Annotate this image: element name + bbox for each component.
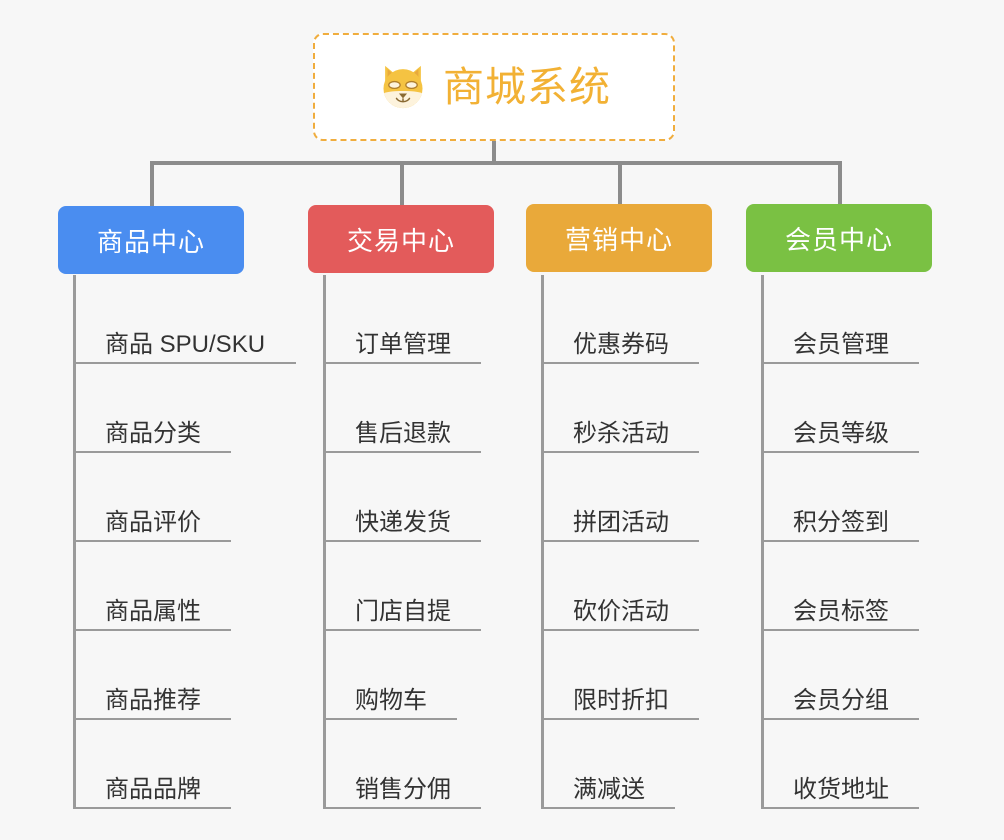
leaf-item[interactable]: 会员分组 bbox=[761, 631, 919, 720]
leaf-item-label: 会员管理 bbox=[793, 331, 889, 359]
leaf-item[interactable]: 会员管理 bbox=[761, 275, 919, 364]
leaf-item[interactable]: 门店自提 bbox=[323, 542, 481, 631]
connector-drop-2 bbox=[400, 161, 404, 207]
leaf-item-label: 砍价活动 bbox=[573, 598, 669, 626]
leaf-item-label: 会员标签 bbox=[793, 598, 889, 626]
branch-header-0[interactable]: 商品中心 bbox=[58, 206, 244, 274]
leaf-item[interactable]: 商品 SPU/SKU bbox=[73, 275, 296, 364]
branch-trunk bbox=[541, 275, 544, 809]
leaf-item[interactable]: 快递发货 bbox=[323, 453, 481, 542]
shiba-dog-face-icon bbox=[377, 61, 429, 113]
branch-header-label: 营销中心 bbox=[564, 224, 673, 255]
connector-drop-1 bbox=[150, 161, 154, 207]
leaf-item-label: 售后退款 bbox=[355, 420, 451, 448]
leaf-item[interactable]: 订单管理 bbox=[323, 275, 481, 364]
leaf-item-label: 优惠券码 bbox=[573, 331, 669, 359]
leaf-item-label: 商品 SPU/SKU bbox=[105, 331, 266, 359]
connector-drop-3 bbox=[618, 161, 622, 207]
branch-header-1[interactable]: 交易中心 bbox=[308, 205, 494, 273]
root-node[interactable]: 商城系统 bbox=[313, 33, 675, 141]
leaf-item-label: 收货地址 bbox=[793, 776, 889, 804]
root-title: 商城系统 bbox=[443, 63, 611, 110]
leaf-item-label: 购物车 bbox=[355, 687, 427, 715]
leaf-item-label: 订单管理 bbox=[355, 331, 451, 359]
leaf-item-label: 商品评价 bbox=[105, 509, 201, 537]
leaf-item[interactable]: 商品品牌 bbox=[73, 720, 231, 809]
leaf-item-label: 会员分组 bbox=[793, 687, 889, 715]
branch-header-label: 会员中心 bbox=[784, 224, 893, 255]
leaf-item[interactable]: 积分签到 bbox=[761, 453, 919, 542]
branch-trunk bbox=[323, 275, 326, 809]
connector-root-stem bbox=[492, 141, 496, 164]
branch-header-label: 商品中心 bbox=[96, 226, 205, 257]
leaf-item[interactable]: 商品分类 bbox=[73, 364, 231, 453]
leaf-item[interactable]: 会员标签 bbox=[761, 542, 919, 631]
leaf-item[interactable]: 购物车 bbox=[323, 631, 457, 720]
leaf-item[interactable]: 收货地址 bbox=[761, 720, 919, 809]
leaf-item-label: 限时折扣 bbox=[573, 687, 669, 715]
leaf-item-label: 商品推荐 bbox=[105, 687, 201, 715]
leaf-item[interactable]: 优惠券码 bbox=[541, 275, 699, 364]
leaf-item-label: 积分签到 bbox=[793, 509, 889, 537]
leaf-item-label: 商品品牌 bbox=[105, 776, 201, 804]
leaf-item-label: 满减送 bbox=[573, 776, 645, 804]
branch-header-label: 交易中心 bbox=[346, 225, 455, 256]
leaf-item[interactable]: 限时折扣 bbox=[541, 631, 699, 720]
leaf-item-label: 快递发货 bbox=[355, 509, 451, 537]
leaf-item-label: 商品分类 bbox=[105, 420, 201, 448]
connector-drop-4 bbox=[838, 161, 842, 207]
leaf-item-label: 门店自提 bbox=[355, 598, 451, 626]
branch-header-3[interactable]: 会员中心 bbox=[746, 204, 932, 272]
leaf-item-label: 商品属性 bbox=[105, 598, 201, 626]
connector-horizontal-bus bbox=[150, 161, 842, 165]
leaf-item-label: 拼团活动 bbox=[573, 509, 669, 537]
leaf-item[interactable]: 销售分佣 bbox=[323, 720, 481, 809]
leaf-item-label: 会员等级 bbox=[793, 420, 889, 448]
leaf-item[interactable]: 会员等级 bbox=[761, 364, 919, 453]
leaf-item[interactable]: 拼团活动 bbox=[541, 453, 699, 542]
leaf-item-label: 秒杀活动 bbox=[573, 420, 669, 448]
branch-trunk bbox=[73, 275, 76, 809]
leaf-item-label: 销售分佣 bbox=[355, 776, 451, 804]
leaf-item[interactable]: 商品属性 bbox=[73, 542, 231, 631]
branch-header-2[interactable]: 营销中心 bbox=[526, 204, 712, 272]
branch-trunk bbox=[761, 275, 764, 809]
leaf-item[interactable]: 商品推荐 bbox=[73, 631, 231, 720]
leaf-item[interactable]: 售后退款 bbox=[323, 364, 481, 453]
leaf-item[interactable]: 满减送 bbox=[541, 720, 675, 809]
leaf-item[interactable]: 砍价活动 bbox=[541, 542, 699, 631]
leaf-item[interactable]: 商品评价 bbox=[73, 453, 231, 542]
leaf-item[interactable]: 秒杀活动 bbox=[541, 364, 699, 453]
